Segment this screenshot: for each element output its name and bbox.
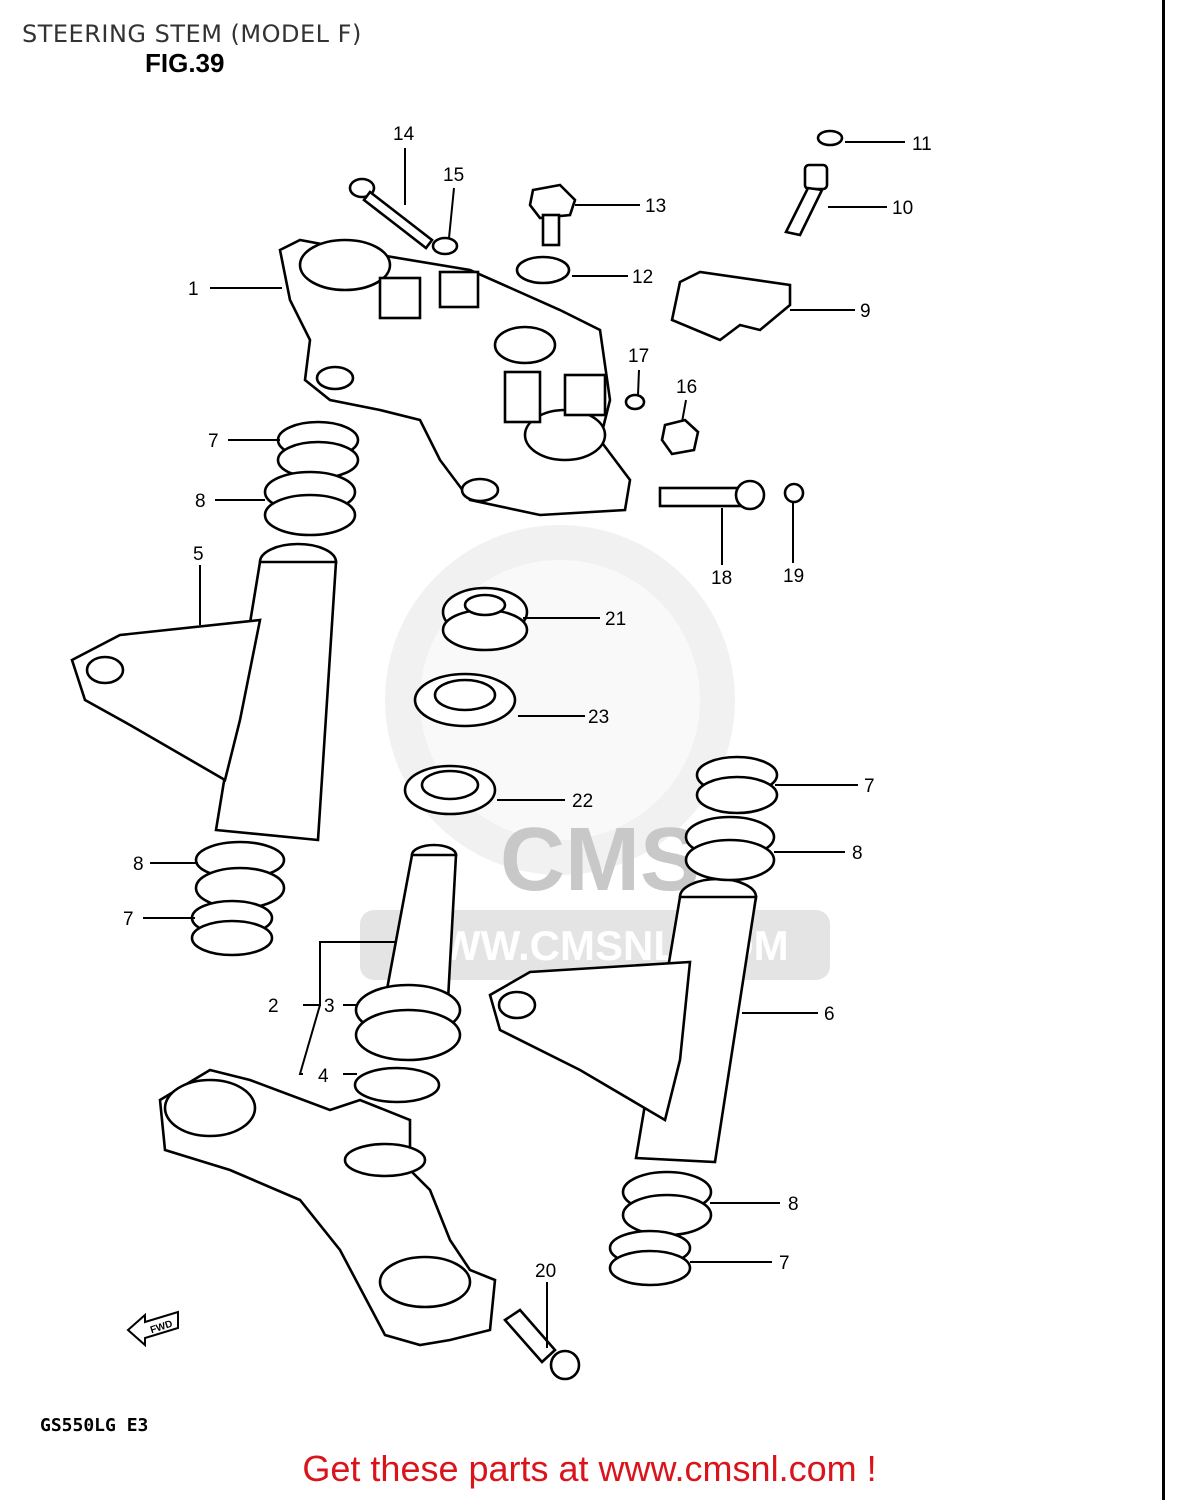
leader-lines — [143, 141, 905, 1348]
bearing-8-lower-right — [621, 1170, 713, 1237]
nut-19 — [783, 482, 805, 504]
bearing-8-lower-left — [194, 840, 286, 910]
seal-7-lower-right — [608, 1229, 692, 1287]
fork-tube-5 — [70, 542, 338, 842]
callout-labels: 1 2 3 4 5 6 7 7 7 7 8 8 8 8 9 10 11 12 1… — [123, 124, 932, 1282]
upper-bracket-part — [278, 238, 632, 517]
washer-17 — [624, 393, 646, 411]
callout-15: 15 — [443, 165, 464, 186]
callout-7-b: 7 — [864, 776, 875, 797]
bolt-10 — [784, 163, 829, 237]
cap-11 — [816, 129, 844, 147]
bearing-8-upper-right — [684, 815, 776, 882]
watermark-brand: CMS — [500, 810, 700, 910]
callout-12: 12 — [632, 267, 653, 288]
callout-1: 1 — [188, 279, 199, 300]
callout-7-c: 7 — [123, 909, 134, 930]
callout-2: 2 — [268, 996, 279, 1017]
callout-5: 5 — [193, 544, 204, 565]
callout-8-c: 8 — [133, 854, 144, 875]
seal-23 — [413, 672, 517, 728]
forward-arrow: FWD — [126, 1310, 179, 1348]
bolt-20 — [503, 1308, 581, 1381]
callout-19: 19 — [783, 566, 804, 587]
model-code: GS550LG E3 — [40, 1415, 149, 1436]
callout-11: 11 — [912, 134, 932, 155]
callout-17: 17 — [628, 346, 649, 367]
nut-21 — [441, 586, 529, 652]
clamp-9 — [670, 270, 792, 342]
bolt-13 — [528, 183, 577, 247]
page-edge — [1162, 0, 1179, 1500]
callout-23: 23 — [588, 707, 609, 728]
diagram-title: STEERING STEM (MODEL F) — [22, 20, 362, 48]
callout-7-d: 7 — [779, 1253, 790, 1274]
washer-12 — [515, 255, 571, 285]
callout-13: 13 — [645, 196, 666, 217]
seal-7-upper-right — [695, 755, 779, 815]
callout-6: 6 — [824, 1004, 835, 1025]
figure-number: FIG.39 — [145, 48, 225, 78]
callout-16: 16 — [676, 377, 697, 398]
callout-3: 3 — [324, 996, 335, 1017]
callout-14: 14 — [393, 124, 415, 145]
bearing-8-upper-left — [263, 470, 357, 537]
callout-9: 9 — [860, 301, 871, 322]
fork-tube-6 — [488, 877, 758, 1164]
bolt-18 — [658, 479, 766, 511]
steering-stem-2 — [353, 843, 462, 1104]
callout-7-a: 7 — [208, 431, 219, 452]
washer-15 — [431, 236, 459, 256]
nut-16 — [660, 418, 700, 456]
callout-4: 4 — [318, 1066, 329, 1087]
callout-20: 20 — [535, 1261, 556, 1282]
callout-21: 21 — [605, 609, 626, 630]
callout-8-b: 8 — [852, 843, 863, 864]
seal-7-upper-left — [276, 420, 360, 480]
callout-10: 10 — [892, 198, 913, 219]
callout-22: 22 — [572, 791, 593, 812]
footer-link[interactable]: Get these parts at www.cmsnl.com ! — [302, 1448, 877, 1489]
seal-22 — [403, 764, 497, 816]
seal-7-lower-left — [190, 899, 274, 957]
callout-8-d: 8 — [788, 1194, 799, 1215]
callout-8-a: 8 — [195, 491, 206, 512]
lower-bracket-part — [158, 1068, 497, 1347]
bolt-14 — [348, 177, 434, 250]
callout-18: 18 — [711, 568, 732, 589]
